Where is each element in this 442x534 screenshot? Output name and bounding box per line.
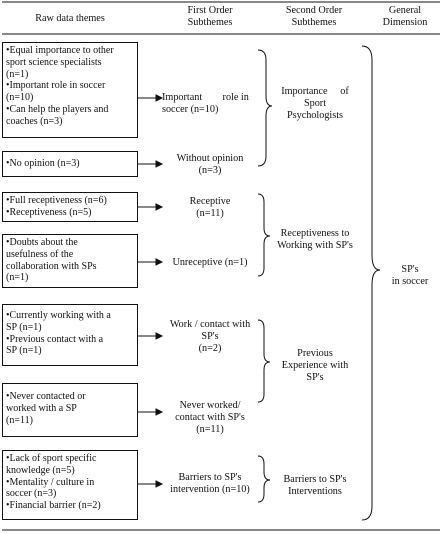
- raw-item: (n=11): [6, 414, 33, 426]
- first-order-line: SP's: [201, 331, 219, 342]
- general-line: SP's: [401, 264, 419, 275]
- raw-item: •Receptiveness (n=5): [6, 206, 92, 218]
- raw-item: •Full receptiveness (n=6): [6, 195, 107, 206]
- raw-item: SP (n=1): [6, 321, 42, 333]
- second-order-line: Experience with: [281, 360, 349, 371]
- arrows: [138, 94, 164, 488]
- first-order-line: intervention (n=10): [170, 484, 250, 495]
- second-order-importance: Importance of Sport Psychologists: [272, 86, 358, 122]
- first-order-line: contact with SP's: [175, 412, 245, 423]
- brace-experience: [257, 319, 271, 403]
- braces: [257, 45, 381, 521]
- first-order-line: Unreceptive (n=1): [172, 257, 248, 268]
- second-order-line: Previous: [297, 348, 333, 359]
- second-order-receptiveness: Receptiveness to Working with SP's: [270, 228, 360, 252]
- header-general-line-2: Dimension: [382, 17, 428, 28]
- first-order-line: (n=11): [196, 424, 224, 435]
- raw-item: •Doubts about the: [6, 237, 78, 248]
- raw-item: •Equal importance to other: [6, 45, 114, 56]
- raw-item: SP (n=1): [6, 345, 42, 357]
- first-order-without-opinion: Without opinion (n=3): [162, 153, 258, 177]
- second-order-line: Receptiveness to: [280, 228, 350, 239]
- raw-box-doubts: •Doubts about the usefulness of the coll…: [2, 234, 138, 288]
- raw-item: •Financial barrier (n=2): [6, 500, 101, 512]
- second-order-line: Working with SP's: [277, 240, 353, 251]
- raw-item: (n=10): [6, 92, 34, 104]
- first-order-line: Never worked/: [179, 400, 241, 411]
- raw-box-barriers: •Lack of sport specific knowledge (n=5) …: [2, 450, 138, 520]
- first-order-never-worked: Never worked/ contact with SP's (n=11): [162, 400, 258, 436]
- raw-item: (n=1): [6, 68, 29, 80]
- second-order-line: Sport: [303, 98, 327, 109]
- raw-item: usefulness of the: [6, 248, 74, 260]
- second-order-line: Barriers to SP's: [283, 474, 347, 485]
- raw-box-no-opinion: •No opinion (n=3): [2, 151, 138, 177]
- first-order-line: Barriers to SP's: [178, 472, 242, 483]
- first-order-important-role: Important role in soccer (n=10): [162, 92, 258, 116]
- raw-item: •Never contacted or: [6, 391, 86, 402]
- raw-box-receptive: •Full receptiveness (n=6) •Receptiveness…: [2, 192, 138, 222]
- first-order-line: Receptive: [189, 196, 231, 207]
- brace-receptiveness: [257, 193, 271, 277]
- second-order-experience: Previous Experience with SP's: [270, 348, 360, 384]
- first-order-line: Without opinion: [176, 153, 244, 164]
- raw-item: knowledge (n=5): [6, 464, 75, 476]
- header-general-line-1: General: [388, 5, 422, 16]
- second-order-barriers: Barriers to SP's Interventions: [270, 474, 360, 498]
- raw-box-importance: •Equal importance to other sport science…: [2, 42, 138, 138]
- brace-importance: [257, 49, 273, 167]
- raw-item: (n=1): [6, 272, 29, 284]
- raw-item: soccer (n=3): [6, 488, 57, 500]
- raw-box-never-contacted: •Never contacted or worked with a SP (n=…: [2, 383, 138, 437]
- general-line: in soccer: [391, 276, 429, 287]
- second-order-line: Psychologists: [286, 110, 344, 121]
- raw-item: •Previous contact with a: [6, 333, 104, 345]
- first-order-line: soccer (n=10): [162, 104, 219, 115]
- brace-barriers: [257, 455, 271, 503]
- header-raw-data-themes: Raw data themes: [35, 13, 105, 24]
- header-second-order-line-1: Second Order: [285, 5, 343, 16]
- raw-item: •Important role in soccer: [6, 80, 106, 92]
- header-second-order: Second Order Subthemes: [264, 5, 364, 29]
- first-order-receptive: Receptive (n=11): [162, 196, 258, 220]
- raw-item: •No opinion (n=3): [6, 158, 80, 169]
- raw-item: •Currently working with a: [6, 310, 111, 321]
- header-first-order-line-2: Subthemes: [187, 17, 233, 28]
- first-order-line: (n=11): [196, 208, 224, 219]
- second-order-line: Importance of: [281, 86, 349, 97]
- raw-item: •Lack of sport specific: [6, 453, 97, 464]
- raw-item: collaboration with SPs: [6, 260, 97, 272]
- first-order-work-contact: Work / contact with SP's (n=2): [162, 319, 258, 355]
- raw-item: coaches (n=3): [6, 115, 63, 127]
- header-first-order: First Order Subthemes: [160, 5, 260, 29]
- first-order-line: (n=2): [198, 343, 222, 354]
- second-order-line: SP's: [306, 372, 324, 383]
- header-first-order-line-1: First Order: [187, 5, 233, 16]
- general-dimension-sps-in-soccer: SP's in soccer: [380, 264, 440, 288]
- first-order-line: Important role in: [162, 92, 249, 103]
- brace-general: [361, 45, 381, 521]
- raw-box-contact: •Currently working with a SP (n=1) •Prev…: [2, 304, 138, 366]
- raw-item: •Can help the players and: [6, 103, 109, 115]
- raw-item: •Mentality / culture in: [6, 476, 95, 488]
- second-order-line: Interventions: [288, 486, 342, 497]
- header-general-dimension: General Dimension: [372, 5, 438, 29]
- first-order-line: (n=3): [198, 165, 222, 176]
- first-order-barriers: Barriers to SP's intervention (n=10): [162, 472, 258, 496]
- raw-item: worked with a SP: [6, 402, 77, 414]
- raw-item: sport science specialists: [6, 56, 102, 68]
- first-order-unreceptive: Unreceptive (n=1): [162, 257, 258, 269]
- header-second-order-line-2: Subthemes: [291, 17, 337, 28]
- first-order-line: Work / contact with: [169, 319, 251, 330]
